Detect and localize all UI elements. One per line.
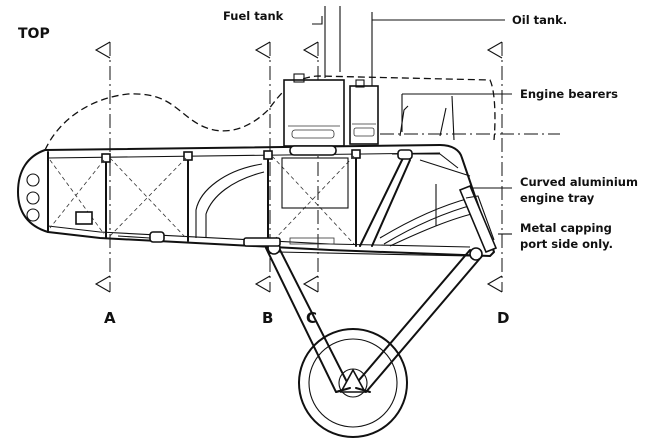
tail-post-holes <box>26 173 40 222</box>
label-leaders <box>312 6 512 235</box>
label-engine-tray-line1: Curved aluminium <box>520 175 638 189</box>
oil-tank <box>349 79 379 145</box>
fuel-tank-leader <box>312 16 323 25</box>
label-capping-line2: port side only. <box>520 237 613 251</box>
section-label-a: A <box>104 309 116 327</box>
top-decking-outline <box>44 75 496 151</box>
engine-bearers <box>380 95 560 141</box>
lower-longeron <box>47 225 471 248</box>
engine-bay-structure <box>359 149 471 247</box>
label-engine-bearers: Engine bearers <box>520 87 618 101</box>
label-oil-tank: Oil tank. <box>512 13 567 27</box>
section-line-a <box>94 41 111 293</box>
section-label-c: C <box>306 309 317 327</box>
view-label-top: TOP <box>18 26 50 42</box>
upper-longeron <box>47 152 441 159</box>
section-line-b <box>254 41 271 293</box>
section-label-b: B <box>262 309 273 327</box>
label-engine-tray-line2: engine tray <box>520 191 595 205</box>
landing-wheel <box>298 328 408 438</box>
bracing-wires <box>49 155 355 245</box>
label-capping-line1: Metal capping <box>520 221 612 235</box>
fuselage-outline <box>17 144 495 257</box>
section-label-d: D <box>497 309 509 327</box>
rear-fittings <box>75 211 165 243</box>
undercarriage <box>243 237 483 393</box>
metal-capping <box>458 184 498 254</box>
section-line-d <box>486 41 503 293</box>
cockpit-frame <box>195 145 349 245</box>
fuselage-struts <box>101 149 361 247</box>
fuel-tank <box>283 73 345 147</box>
label-fuel-tank: Fuel tank <box>223 9 284 23</box>
section-line-c <box>302 41 319 293</box>
